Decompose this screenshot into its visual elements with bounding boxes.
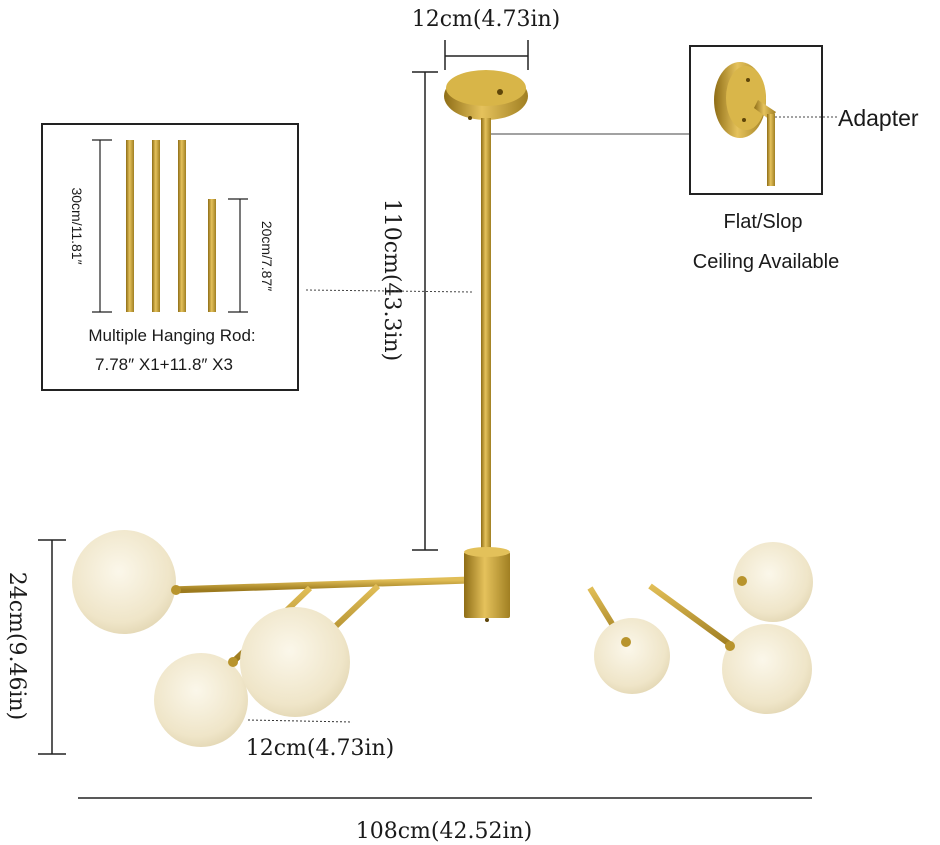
adapter-caption-line1: Flat/Slop <box>724 211 803 233</box>
canopy <box>444 70 528 120</box>
canopy-width-dimension: 12cm(4.73in) <box>412 7 561 70</box>
rod-long-3 <box>178 140 186 312</box>
total-width-label: 108cm(42.52in) <box>356 819 533 844</box>
adapter-label: Adapter <box>838 105 919 131</box>
total-height-label: 110cm(43.3in) <box>379 199 404 362</box>
globe <box>72 530 176 634</box>
rod-long-2 <box>152 140 160 312</box>
globe <box>733 542 813 622</box>
adapter-box <box>689 45 838 195</box>
rod-caption-line1: Multiple Hanging Rod: <box>88 326 255 345</box>
globe <box>594 618 670 694</box>
long-rod-length: 30cm/11.81″ <box>69 187 85 264</box>
fixture-height-label: 24cm(9.46in) <box>4 572 29 721</box>
globe <box>154 653 248 747</box>
rod-caption-line2: 7.78″ X1+11.8″ X3 <box>95 355 233 374</box>
globe <box>240 607 350 717</box>
rod-short <box>208 199 216 312</box>
adapter-caption-line2: Ceiling Available <box>693 251 839 273</box>
globe-diameter-line <box>247 719 353 723</box>
center-body <box>464 547 510 622</box>
rod-long-1 <box>126 140 134 312</box>
globe <box>722 624 812 714</box>
hanging-rod <box>481 118 491 558</box>
globe-diameter-label: 12cm(4.73in) <box>246 736 395 761</box>
short-rod-length: 20cm/7.87″ <box>259 221 275 291</box>
total-height-dimension: 110cm(43.3in) <box>379 71 438 551</box>
fixture-height-dimension: 24cm(9.46in) <box>4 539 66 755</box>
globes <box>72 530 813 747</box>
canopy-width-label: 12cm(4.73in) <box>412 7 561 32</box>
rod-options-box: 30cm/11.81″ 20cm/7.87″ Multiple Hanging … <box>41 123 299 391</box>
